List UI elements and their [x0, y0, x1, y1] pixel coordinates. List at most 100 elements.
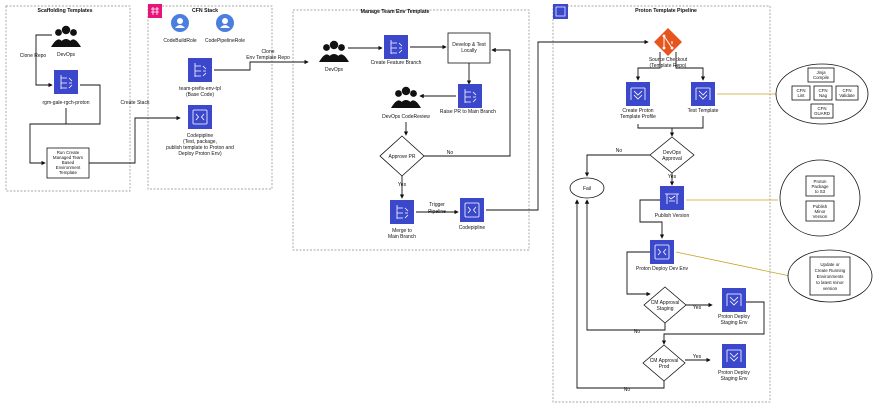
create-stack-edge — [89, 115, 181, 164]
package-line-3: to S3 — [815, 189, 826, 194]
approval-no-edge — [584, 154, 650, 177]
rgm-repo-label: rgm-gale-rgch-proton — [43, 100, 90, 106]
publish-version-icon — [659, 185, 685, 211]
approve-no-label: No — [447, 150, 454, 156]
pipeline-group — [552, 5, 771, 403]
update-line-1: Update or — [820, 262, 840, 267]
minor-line-3: Version — [813, 214, 828, 219]
devops-people-icon-1 — [51, 25, 81, 47]
manage-codepipeline-label: Codepipline — [459, 225, 486, 231]
raise-pr-icon — [457, 83, 483, 109]
lint-line-1: CFN — [796, 88, 805, 93]
run-box-line-2: Managed Team — [53, 155, 84, 160]
create-stack-label: Create Stack — [121, 100, 150, 106]
update-line-4: to latest minor — [816, 280, 844, 285]
staging-prod-edge — [661, 301, 765, 345]
team-prefix-label-2: (Base Code) — [186, 92, 214, 98]
cfn-codepipeline-line-1: Codepipline — [187, 133, 214, 139]
package-line-1: Proton — [814, 179, 827, 184]
merge-label-1: Merge to — [392, 228, 412, 234]
merge-icon — [389, 199, 415, 225]
clone-env-label-1: Clone — [261, 49, 274, 55]
package-line-2: Package — [811, 184, 829, 189]
deploy-staging-icon — [721, 287, 747, 313]
deploy-staging-label-2: Staging Env — [721, 320, 748, 326]
scaffolding-devops-label: DevOps — [57, 52, 76, 58]
minor-line-2: Minor — [815, 209, 827, 214]
manage-devops-label: DevOps — [325, 67, 344, 73]
approval-no-label: No — [616, 148, 623, 154]
devops-approval-label-1: DevOps — [663, 150, 682, 156]
deploy-staging-label-1: Proton Deploy — [718, 314, 750, 320]
repo-build-icon — [53, 69, 79, 95]
staging-no-edge — [584, 199, 666, 331]
cm-prod-label-1: CM Approval — [650, 358, 679, 364]
nag-line-1: CFN — [818, 88, 827, 93]
to-source-edge — [486, 39, 649, 211]
update-line-5: version — [823, 286, 838, 291]
cfn-codepipeline-icon — [187, 104, 213, 130]
cfn-codepipeline-line-3: publish template to Proton and — [166, 145, 234, 151]
minor-line-1: Publish — [813, 204, 828, 209]
feature-branch-icon — [383, 34, 409, 60]
create-profile-label-1: Create Proton — [622, 108, 653, 114]
jinja-line-1: Jinja — [816, 70, 826, 75]
nag-line-2: Nag — [819, 93, 828, 98]
publish-deploy-edge — [639, 199, 665, 239]
run-create-box — [46, 147, 90, 179]
nag-box — [813, 85, 833, 101]
approve-yes-label: Yes — [398, 182, 407, 188]
update-line-2: Create Running — [815, 268, 846, 273]
clone-env-label-2: Env Template Repo — [246, 55, 290, 61]
publish-callout — [779, 159, 861, 237]
cm-staging-label-2: Staging — [657, 306, 674, 312]
update-line-3: Environments — [817, 274, 845, 279]
deploy-prod-label-2: Staging Env — [721, 376, 748, 382]
develop-box — [447, 32, 491, 64]
clone-env-edge — [214, 59, 309, 71]
cfn-stack-group — [147, 5, 273, 190]
fail-label: Fail — [583, 186, 591, 192]
scaffolding-title: Scaffolding Templates — [38, 8, 93, 14]
devops-approval-label-2: Approval — [662, 156, 682, 162]
merge-label-2: Main Branch — [388, 234, 416, 240]
manage-env-title: Manage Team Env Template — [361, 9, 430, 15]
prod-no-label: No — [624, 387, 631, 393]
validate-line-2: Validate — [839, 93, 855, 98]
test-approval-edge — [672, 116, 704, 129]
source-test-edge — [675, 52, 706, 81]
update-box — [809, 256, 851, 296]
publish-version-label: Publish Version — [655, 213, 690, 219]
run-box-line-3: Based — [62, 160, 75, 165]
jinja-box — [807, 67, 835, 83]
approve-no-edge — [424, 47, 511, 157]
deploy-prod-label-1: Proton Deploy — [718, 370, 750, 376]
jinja-line-2: Compile — [813, 75, 830, 80]
source-label-2: (Template Repo) — [650, 63, 687, 69]
cfn-codepipeline-line-2: (Test, package, — [183, 139, 217, 145]
deploy-dev-icon — [649, 239, 675, 265]
create-profile-icon — [625, 81, 651, 107]
prod-yes-label: Yes — [693, 354, 702, 360]
validate-line-1: CFN — [842, 88, 851, 93]
deploy-callout-line — [675, 251, 791, 277]
guard-line-2: GUARD — [814, 111, 830, 116]
deploy-prod-icon — [721, 343, 747, 369]
guard-line-1: CFN — [817, 106, 826, 111]
repo-loop-edge — [66, 84, 101, 125]
codereview-people-icon — [391, 86, 421, 108]
develop-label-1: Develop & Test — [452, 42, 486, 48]
deploy-dev-label: Proton Deploy Dev Env — [636, 266, 688, 272]
dev-staging-edge — [626, 251, 651, 297]
cm-prod-label-2: Prod — [659, 364, 670, 370]
lint-line-2: Lint — [797, 93, 805, 98]
package-box — [805, 175, 835, 197]
run-create-edge — [29, 108, 67, 166]
run-box-line-5: Template — [59, 170, 77, 175]
scaffolding-group — [5, 5, 131, 192]
team-prefix-repo-icon — [187, 57, 213, 83]
create-branch-label: Create Feature Branch — [371, 60, 422, 66]
develop-label-2: Locally — [461, 48, 477, 54]
